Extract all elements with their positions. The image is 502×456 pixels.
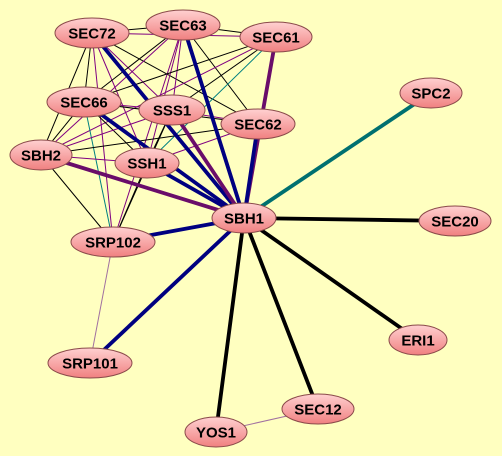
node-label: SRP101: [62, 356, 118, 373]
edge-eri1-sbh1: [242, 216, 420, 342]
node-ellipse: [47, 347, 133, 379]
edge-sec12-sbh1: [242, 216, 320, 411]
node-eri1[interactable]: ERI1: [388, 324, 448, 356]
node-ssh1[interactable]: SSH1: [114, 147, 180, 179]
node-ellipse: [70, 226, 156, 258]
edge-sec62-sbh2: [40, 123, 259, 156]
node-sbh1[interactable]: SBH1: [211, 202, 277, 234]
node-ellipse: [418, 205, 492, 237]
node-label: SSH1: [127, 156, 166, 173]
edge-sec72-sbh1: [90, 31, 246, 220]
node-label: SEC72: [68, 26, 116, 43]
node-ellipse: [388, 324, 448, 356]
node-sbh2[interactable]: SBH2: [9, 139, 73, 171]
edge-sec63-srp102: [112, 24, 184, 243]
node-sec62[interactable]: SEC62: [220, 108, 296, 140]
node-ellipse: [211, 202, 277, 234]
edge-sec72-sec62: [91, 32, 259, 125]
edge-srp102-srp101: [89, 241, 114, 364]
edge-sec61-sec66: [83, 36, 277, 103]
node-sec12[interactable]: SEC12: [281, 393, 355, 425]
node-label: SBH1: [224, 211, 264, 228]
node-label: SEC62: [234, 117, 282, 134]
node-label: SBH2: [21, 148, 61, 165]
node-ellipse: [145, 9, 221, 41]
node-ellipse: [46, 86, 122, 118]
edge-sec63-sbh1: [181, 23, 246, 220]
node-sec72[interactable]: SEC72: [54, 17, 130, 49]
node-label: SEC63: [159, 18, 207, 35]
node-label: SRP102: [85, 235, 141, 252]
node-ellipse: [54, 17, 130, 49]
node-ellipse: [184, 416, 248, 448]
edge-sec61-ssh1: [146, 36, 277, 164]
node-ellipse: [281, 393, 355, 425]
node-ellipse: [138, 94, 206, 126]
node-srp102[interactable]: SRP102: [70, 226, 156, 258]
node-label: ERI1: [401, 333, 434, 350]
edge-sec72-srp102: [91, 32, 114, 243]
node-label: SEC20: [431, 214, 479, 231]
node-label: SEC61: [252, 30, 300, 47]
node-sec66[interactable]: SEC66: [46, 86, 122, 118]
node-sec63[interactable]: SEC63: [145, 9, 221, 41]
edge-spc2-sbh1: [242, 91, 433, 220]
node-ellipse: [220, 108, 296, 140]
node-ellipse: [239, 21, 313, 53]
node-label: YOS1: [196, 425, 236, 442]
node-label: SPC2: [411, 86, 450, 103]
node-label: SEC66: [60, 95, 108, 112]
edge-sec63-sbh2: [40, 24, 184, 156]
node-label: SEC12: [294, 402, 342, 419]
node-ellipse: [399, 77, 463, 109]
node-sss1[interactable]: SSS1: [138, 94, 206, 126]
node-sec20[interactable]: SEC20: [418, 205, 492, 237]
node-yos1[interactable]: YOS1: [184, 416, 248, 448]
edge-sec62-sbh1: [242, 122, 260, 220]
edge-srp101-sbh1: [88, 216, 246, 365]
node-srp101[interactable]: SRP101: [47, 347, 133, 379]
edge-yos1-sbh1: [214, 216, 246, 434]
node-ellipse: [114, 147, 180, 179]
edge-sec63-sec62: [182, 24, 259, 125]
node-sec61[interactable]: SEC61: [239, 21, 313, 53]
node-ellipse: [9, 139, 73, 171]
node-spc2[interactable]: SPC2: [399, 77, 463, 109]
edge-sec63-ssh1: [146, 24, 184, 164]
node-label: SSS1: [153, 103, 191, 120]
edge-sss1-sbh1: [170, 108, 246, 220]
edge-sbh2-sbh1: [39, 153, 246, 220]
